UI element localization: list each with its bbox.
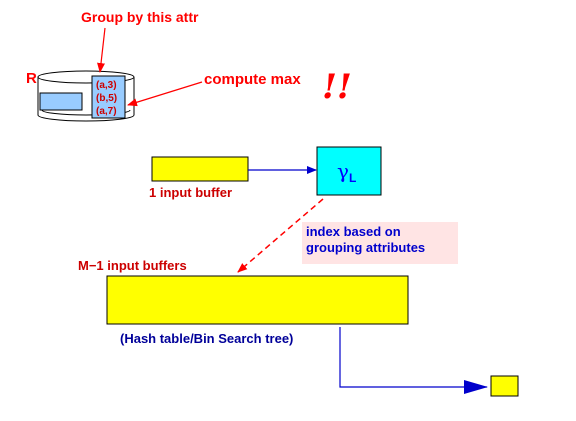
tuple-2: (b,5) [96, 93, 117, 104]
relation-block [39, 92, 83, 111]
exclaim-label: !! [322, 67, 352, 107]
relation-cylinder: (a,3) (b,5) (a,7) [37, 70, 135, 122]
index-arrow [237, 198, 324, 273]
hash-table-label: (Hash table/Bin Search tree) [120, 331, 294, 346]
output-buffer-box [490, 375, 519, 397]
output-arrow [339, 327, 488, 394]
relation-name-label: R [26, 70, 37, 87]
compute-max-label: compute max [204, 71, 301, 88]
cylinder-inner-ring [41, 109, 131, 116]
index-note-line-2: grouping attributes [306, 240, 426, 255]
tuple-3: (a,7) [96, 106, 117, 117]
group-by-arrow [97, 27, 106, 73]
input-buffer-label: 1 input buffer [149, 185, 233, 200]
cylinder-bottom [37, 114, 135, 122]
compute-max-arrow [127, 81, 203, 107]
operator-box [316, 146, 382, 196]
index-note: index based on grouping attributes [302, 222, 458, 264]
m1-buffers-box [106, 275, 409, 325]
m1-buffers-label: M−1 input buffers [78, 258, 187, 273]
gamma-subscript: L [348, 171, 357, 185]
gamma-operator-label: γL [337, 161, 356, 184]
input-buffer-box [151, 156, 249, 182]
gamma-symbol: γ [337, 159, 349, 183]
index-note-line-1: index based on [306, 224, 401, 239]
group-attr-column [91, 75, 126, 119]
tuple-1: (a,3) [96, 80, 117, 91]
group-by-label: Group by this attr [81, 9, 199, 25]
